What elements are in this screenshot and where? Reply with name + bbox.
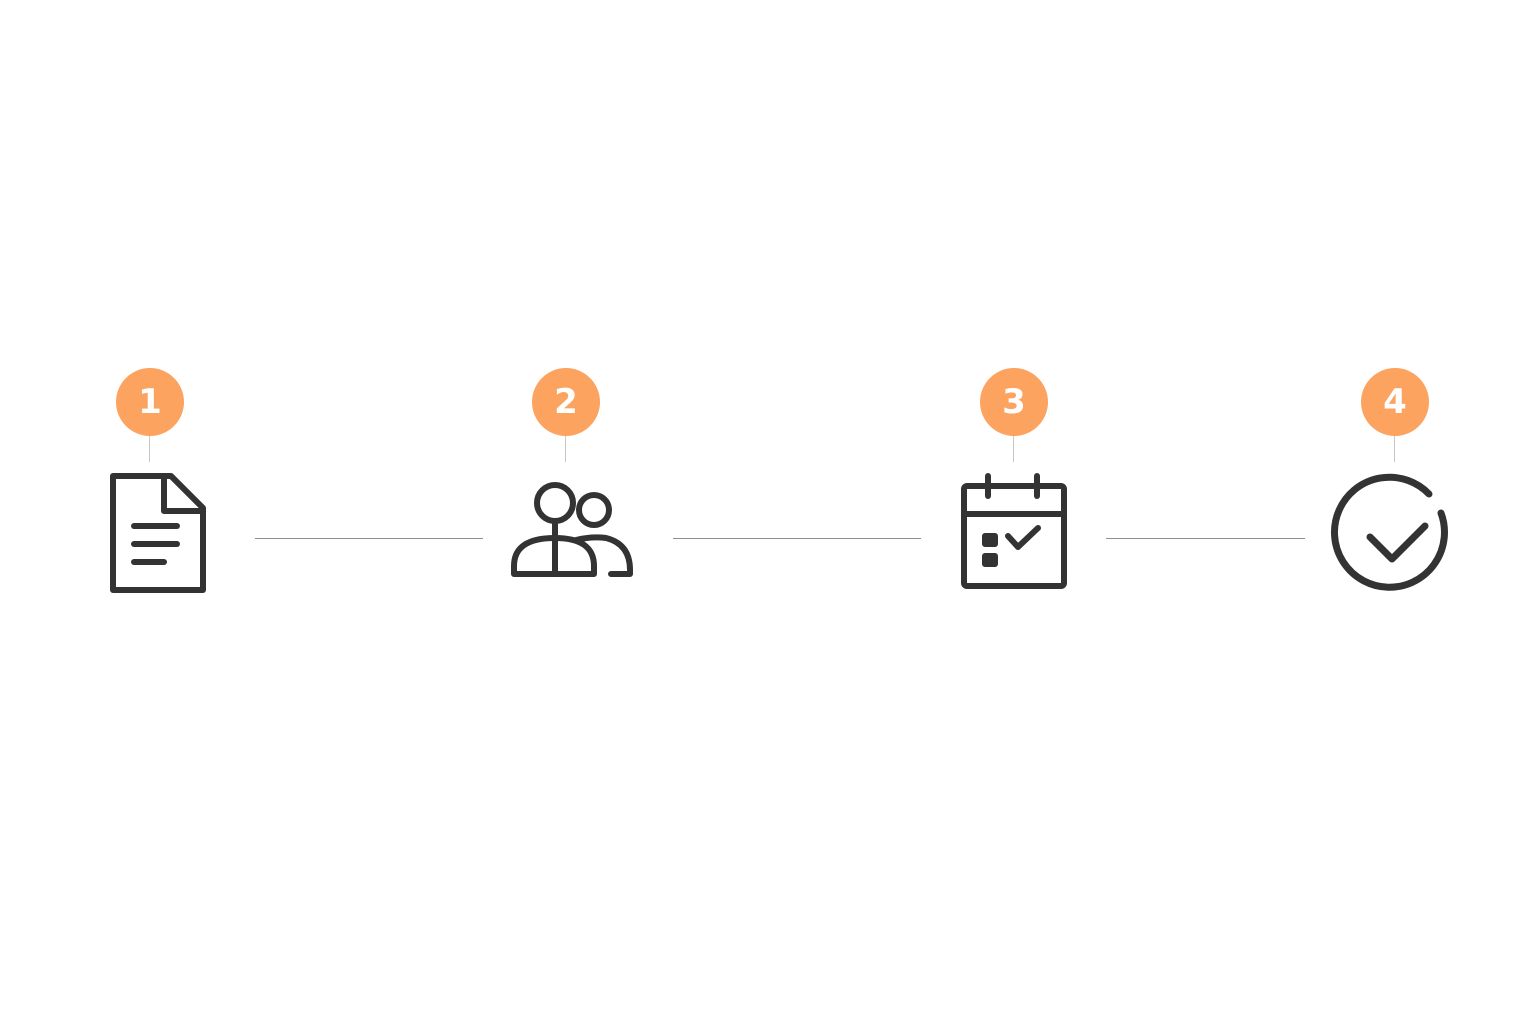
step-1: 1 xyxy=(80,366,220,606)
check-circle-icon xyxy=(1325,466,1465,606)
step-number-badge: 3 xyxy=(980,368,1048,436)
badge-connector-stem xyxy=(1394,436,1395,462)
step-3: 3 xyxy=(944,366,1084,606)
step-number-badge: 1 xyxy=(116,368,184,436)
step-number-badge: 2 xyxy=(532,368,600,436)
calendar-check-icon xyxy=(944,466,1084,606)
document-icon xyxy=(80,466,220,606)
badge-connector-stem xyxy=(149,436,150,462)
connector-line xyxy=(673,538,921,539)
people-icon xyxy=(496,466,636,606)
step-2: 2 xyxy=(496,366,636,606)
connector-line xyxy=(255,538,483,539)
connector-line xyxy=(1106,538,1305,539)
step-number-badge: 4 xyxy=(1361,368,1429,436)
badge-connector-stem xyxy=(1013,436,1014,462)
badge-connector-stem xyxy=(565,436,566,462)
step-4: 4 xyxy=(1325,366,1465,606)
